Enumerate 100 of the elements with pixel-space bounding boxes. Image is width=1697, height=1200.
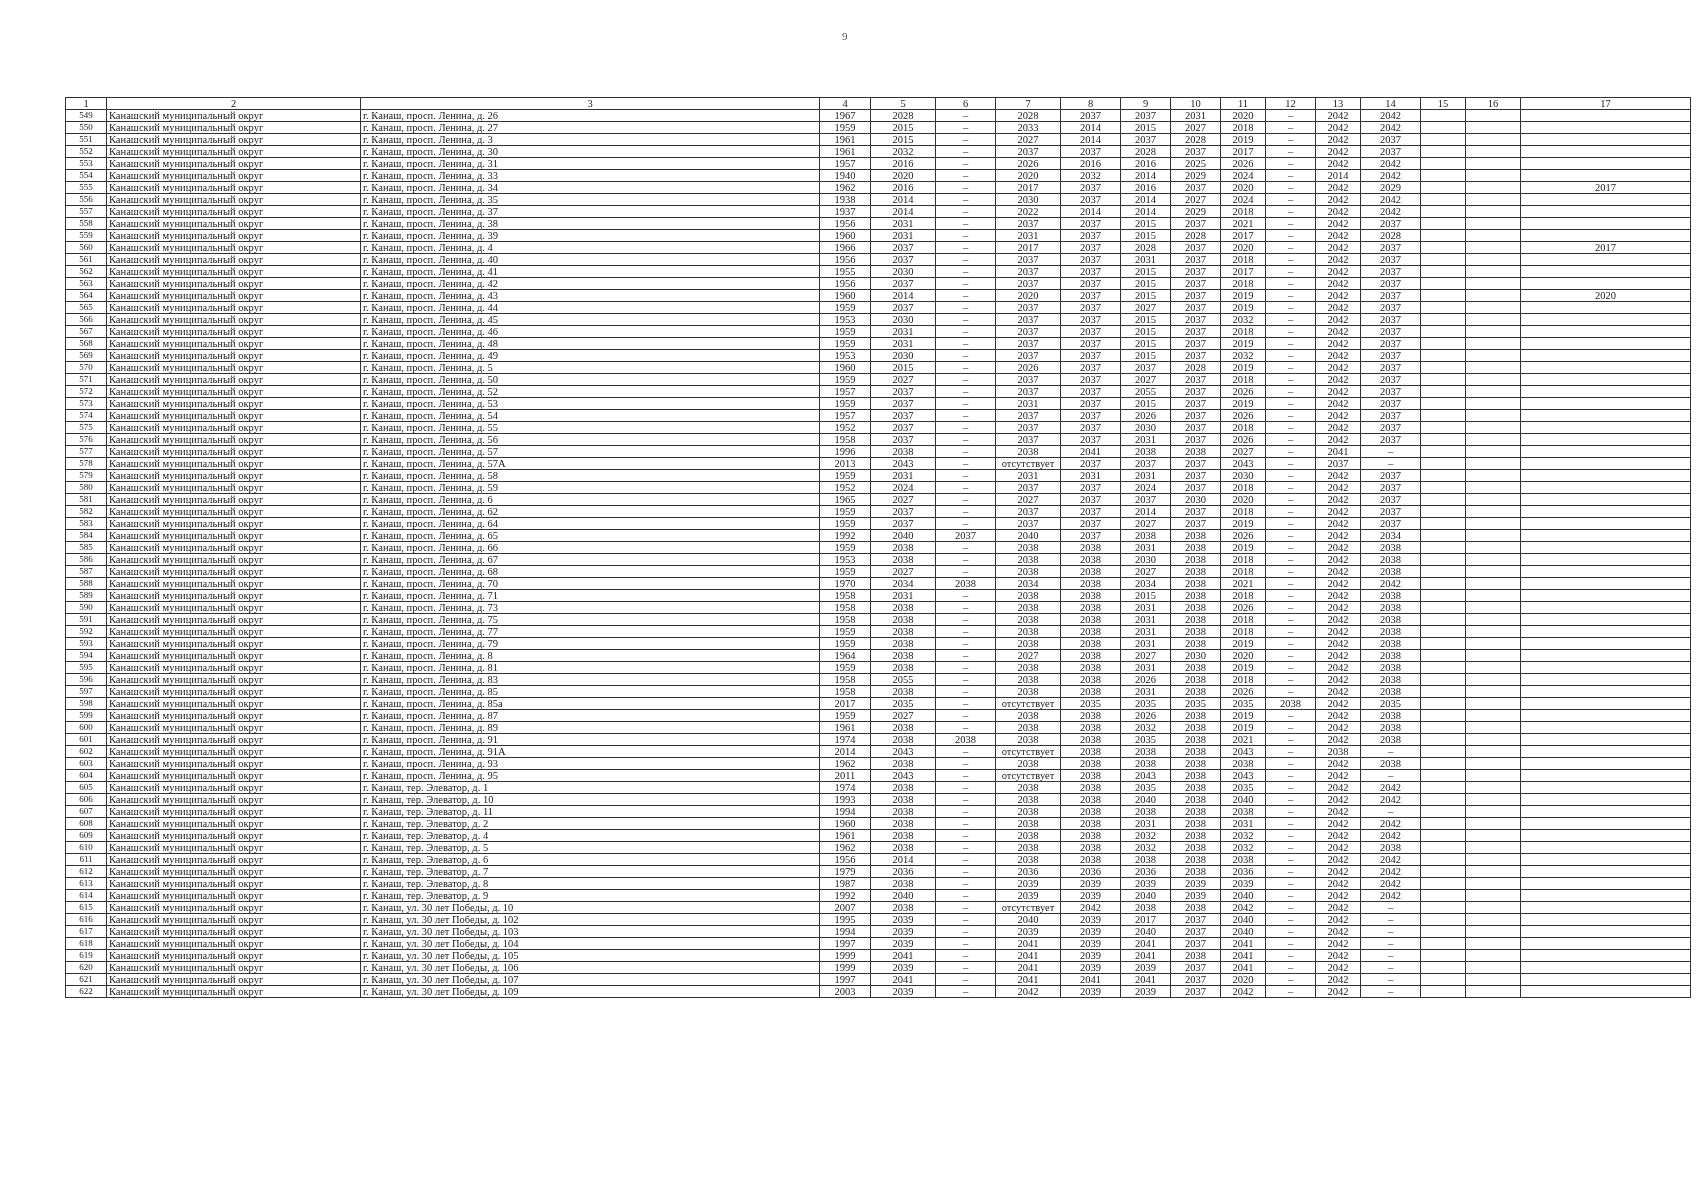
year-value: 2037 bbox=[1360, 337, 1421, 350]
year-value: – bbox=[1265, 925, 1316, 938]
district-name: Канашский муниципальный округ bbox=[106, 457, 361, 470]
year-value: – bbox=[1265, 253, 1316, 266]
column-number: 4 bbox=[819, 97, 871, 110]
year-value: 2038 bbox=[995, 841, 1061, 854]
year-value: 2038 bbox=[1265, 697, 1316, 710]
year-value: 2038 bbox=[995, 445, 1061, 458]
year-value: 2037 bbox=[1170, 145, 1221, 158]
year-value: – bbox=[1360, 985, 1421, 998]
year-value: 2037 bbox=[1170, 253, 1221, 266]
column-number: 5 bbox=[870, 97, 936, 110]
year-value: 2038 bbox=[1120, 529, 1171, 542]
year-value: 2038 bbox=[995, 781, 1061, 794]
year-value: 2040 bbox=[1120, 793, 1171, 806]
year-value: 2037 bbox=[995, 301, 1061, 314]
year-value: 1974 bbox=[819, 733, 871, 746]
year-value: 2019 bbox=[1220, 637, 1266, 650]
row-number: 613 bbox=[65, 877, 107, 890]
year-value: 2037 bbox=[1060, 505, 1121, 518]
year-value: 2042 bbox=[1315, 265, 1361, 278]
row-number: 575 bbox=[65, 421, 107, 434]
year-value: 1952 bbox=[819, 481, 871, 494]
address-text: г. Канаш, просп. Ленина, д. 83 bbox=[360, 673, 820, 686]
row-number: 610 bbox=[65, 841, 107, 854]
year-value: 2022 bbox=[995, 205, 1061, 218]
year-value: 2019 bbox=[1220, 541, 1266, 554]
year-value: 2037 bbox=[1360, 385, 1421, 398]
year-value: – bbox=[935, 697, 996, 710]
year-value: 2015 bbox=[870, 121, 936, 134]
year-value: 2018 bbox=[1220, 673, 1266, 686]
year-value: 2037 bbox=[995, 337, 1061, 350]
year-value: 2031 bbox=[995, 469, 1061, 482]
year-value: 2028 bbox=[870, 109, 936, 122]
year-value: 2042 bbox=[1315, 325, 1361, 338]
year-value: 2037 bbox=[1060, 481, 1121, 494]
district-name: Канашский муниципальный округ bbox=[106, 145, 361, 158]
year-value: 1958 bbox=[819, 589, 871, 602]
row-number: 562 bbox=[65, 265, 107, 278]
year-value: – bbox=[1265, 541, 1316, 554]
year-value: 2015 bbox=[1120, 349, 1171, 362]
year-value: – bbox=[1265, 601, 1316, 614]
year-value: 2018 bbox=[1220, 625, 1266, 638]
year-value: 2037 bbox=[1170, 433, 1221, 446]
year-value: 2038 bbox=[1060, 781, 1121, 794]
year-value: 1959 bbox=[819, 517, 871, 530]
year-value: 2041 bbox=[1060, 973, 1121, 986]
year-value: – bbox=[935, 409, 996, 422]
address-text: г. Канаш, просп. Ленина, д. 75 bbox=[360, 613, 820, 626]
year-value: 2038 bbox=[1120, 853, 1171, 866]
year-value: 1962 bbox=[819, 841, 871, 854]
year-value: 2037 bbox=[1170, 277, 1221, 290]
address-text: г. Канаш, ул. 30 лет Победы, д. 107 bbox=[360, 973, 820, 986]
district-name: Канашский муниципальный округ bbox=[106, 253, 361, 266]
year-value: 2038 bbox=[995, 541, 1061, 554]
year-value: – bbox=[935, 829, 996, 842]
year-value: 2028 bbox=[1360, 229, 1421, 242]
year-value: 2038 bbox=[1120, 745, 1171, 758]
year-value: 2036 bbox=[1060, 865, 1121, 878]
year-value: – bbox=[935, 337, 996, 350]
district-name: Канашский муниципальный округ bbox=[106, 853, 361, 866]
year-value: 1959 bbox=[819, 373, 871, 386]
row-number: 596 bbox=[65, 673, 107, 686]
year-value: 2025 bbox=[1170, 157, 1221, 170]
row-number: 560 bbox=[65, 241, 107, 254]
year-value: 2042 bbox=[1315, 529, 1361, 542]
year-value: 2037 bbox=[1170, 217, 1221, 230]
year-value: 2015 bbox=[870, 133, 936, 146]
year-value: 2040 bbox=[1220, 889, 1266, 902]
year-value: – bbox=[935, 109, 996, 122]
year-value: – bbox=[935, 709, 996, 722]
year-value: 2037 bbox=[1060, 433, 1121, 446]
year-value: – bbox=[1265, 241, 1316, 254]
year-value: 2042 bbox=[1315, 157, 1361, 170]
year-value: 2035 bbox=[1170, 697, 1221, 710]
year-value: – bbox=[1360, 913, 1421, 926]
address-text: г. Канаш, просп. Ленина, д. 56 bbox=[360, 433, 820, 446]
year-value: – bbox=[935, 277, 996, 290]
address-text: г. Канаш, тер. Элеватор, д. 4 bbox=[360, 829, 820, 842]
year-value: 2038 bbox=[1360, 709, 1421, 722]
address-text: г. Канаш, просп. Ленина, д. 77 bbox=[360, 625, 820, 638]
year-value: 2038 bbox=[1060, 673, 1121, 686]
year-value: 2038 bbox=[1170, 661, 1221, 674]
year-value: 2039 bbox=[1060, 961, 1121, 974]
address-text: г. Канаш, просп. Ленина, д. 54 bbox=[360, 409, 820, 422]
year-value: – bbox=[1265, 469, 1316, 482]
year-value: 2021 bbox=[1220, 217, 1266, 230]
year-value: – bbox=[1265, 733, 1316, 746]
district-name: Канашский муниципальный округ bbox=[106, 673, 361, 686]
year-value: 1957 bbox=[819, 409, 871, 422]
year-value: 2041 bbox=[870, 973, 936, 986]
year-value: 2038 bbox=[1170, 853, 1221, 866]
year-value: 2020 bbox=[1520, 289, 1691, 302]
year-value: 2015 bbox=[1120, 229, 1171, 242]
district-name: Канашский муниципальный округ bbox=[106, 133, 361, 146]
year-value: 2038 bbox=[870, 601, 936, 614]
year-value: 2037 bbox=[1360, 349, 1421, 362]
year-value: 2038 bbox=[870, 649, 936, 662]
row-number: 566 bbox=[65, 313, 107, 326]
year-value: 2038 bbox=[1360, 721, 1421, 734]
